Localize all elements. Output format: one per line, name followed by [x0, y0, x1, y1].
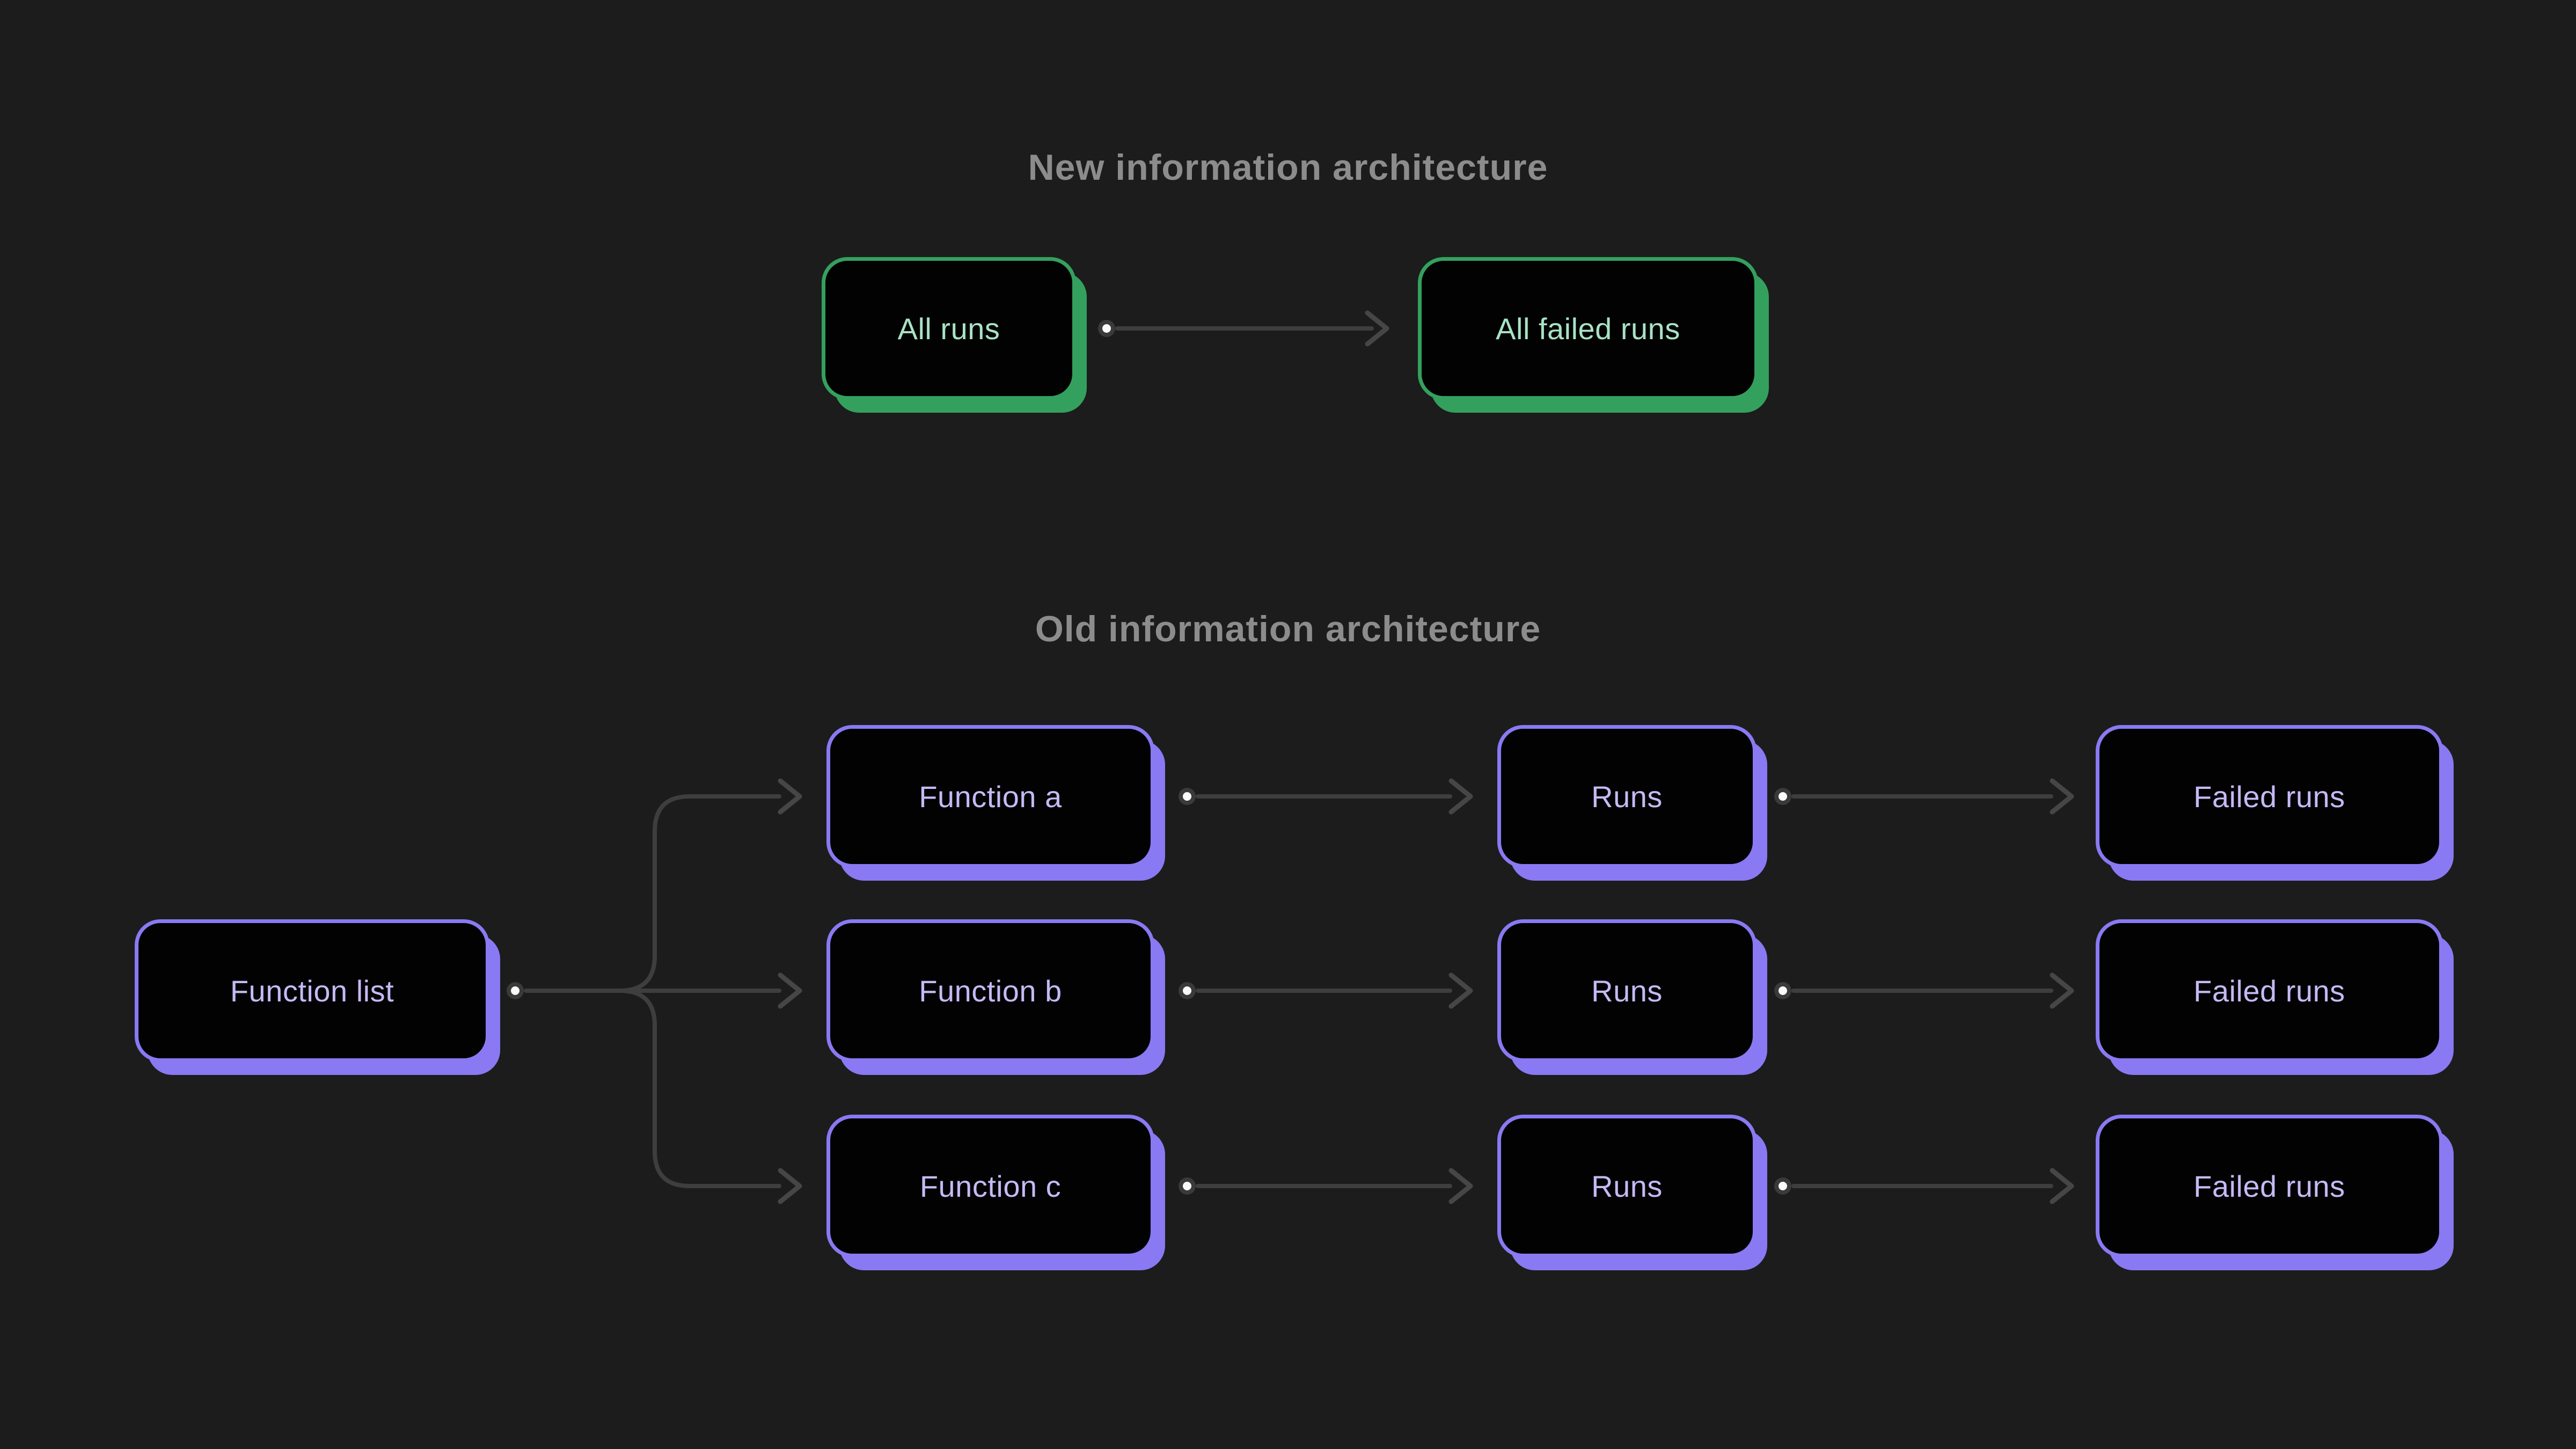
- connection-dot: [1774, 1177, 1791, 1195]
- arrowhead-icon: [1448, 1168, 1473, 1204]
- arrowhead-icon: [2050, 1168, 2074, 1204]
- arrowhead-icon: [1448, 778, 1473, 815]
- node-label: Function list: [230, 974, 394, 1008]
- node-runs-a: Runs: [1497, 725, 1757, 868]
- node-label: Runs: [1591, 779, 1663, 814]
- node-runs-b: Runs: [1497, 919, 1757, 1062]
- node-function-a: Function a: [826, 725, 1154, 868]
- node-function-b: Function b: [826, 919, 1154, 1062]
- arrowhead-icon: [1365, 310, 1389, 347]
- node-function-c: Function c: [826, 1115, 1154, 1257]
- arrowhead-icon: [1448, 972, 1473, 1009]
- node-failed-runs-a: Failed runs: [2096, 725, 2443, 868]
- connection-dot: [507, 982, 524, 999]
- node-failed-runs-c: Failed runs: [2096, 1115, 2443, 1257]
- connection-dot: [1774, 788, 1791, 805]
- connection-dot: [1179, 788, 1196, 805]
- connector-runs-to-failedruns: [1774, 778, 2074, 1204]
- node-label: Function c: [919, 1169, 1062, 1203]
- connection-dot: [1179, 982, 1196, 999]
- connection-dot: [1098, 320, 1115, 337]
- old-architecture-title: Old information architecture: [1035, 609, 1541, 649]
- connector-function-to-runs: [1179, 778, 1473, 1204]
- node-label: Failed runs: [2193, 974, 2345, 1008]
- node-all-runs: All runs: [822, 257, 1076, 400]
- node-label: Failed runs: [2193, 779, 2345, 814]
- node-label: Failed runs: [2193, 1169, 2345, 1203]
- arrowhead-icon: [2050, 972, 2074, 1009]
- node-failed-runs-b: Failed runs: [2096, 919, 2443, 1062]
- connector-functionlist-branches: [507, 778, 802, 1204]
- arrowhead-icon: [778, 1168, 802, 1204]
- new-architecture-title: New information architecture: [1028, 147, 1548, 188]
- arrowhead-icon: [778, 778, 802, 815]
- node-label: Runs: [1591, 1169, 1663, 1203]
- node-label: All failed runs: [1496, 311, 1680, 346]
- node-label: Function b: [919, 974, 1062, 1008]
- node-all-failed-runs: All failed runs: [1418, 257, 1758, 400]
- arrowhead-icon: [2050, 778, 2074, 815]
- arrowhead-icon: [778, 972, 802, 1009]
- connection-dot: [1774, 982, 1791, 999]
- node-runs-c: Runs: [1497, 1115, 1757, 1257]
- connection-dot: [1179, 1177, 1196, 1195]
- node-function-list: Function list: [135, 919, 489, 1062]
- node-label: Function a: [919, 779, 1062, 814]
- node-label: All runs: [897, 311, 1000, 346]
- connector-allruns-to-allfailedruns: [1098, 310, 1389, 347]
- node-label: Runs: [1591, 974, 1663, 1008]
